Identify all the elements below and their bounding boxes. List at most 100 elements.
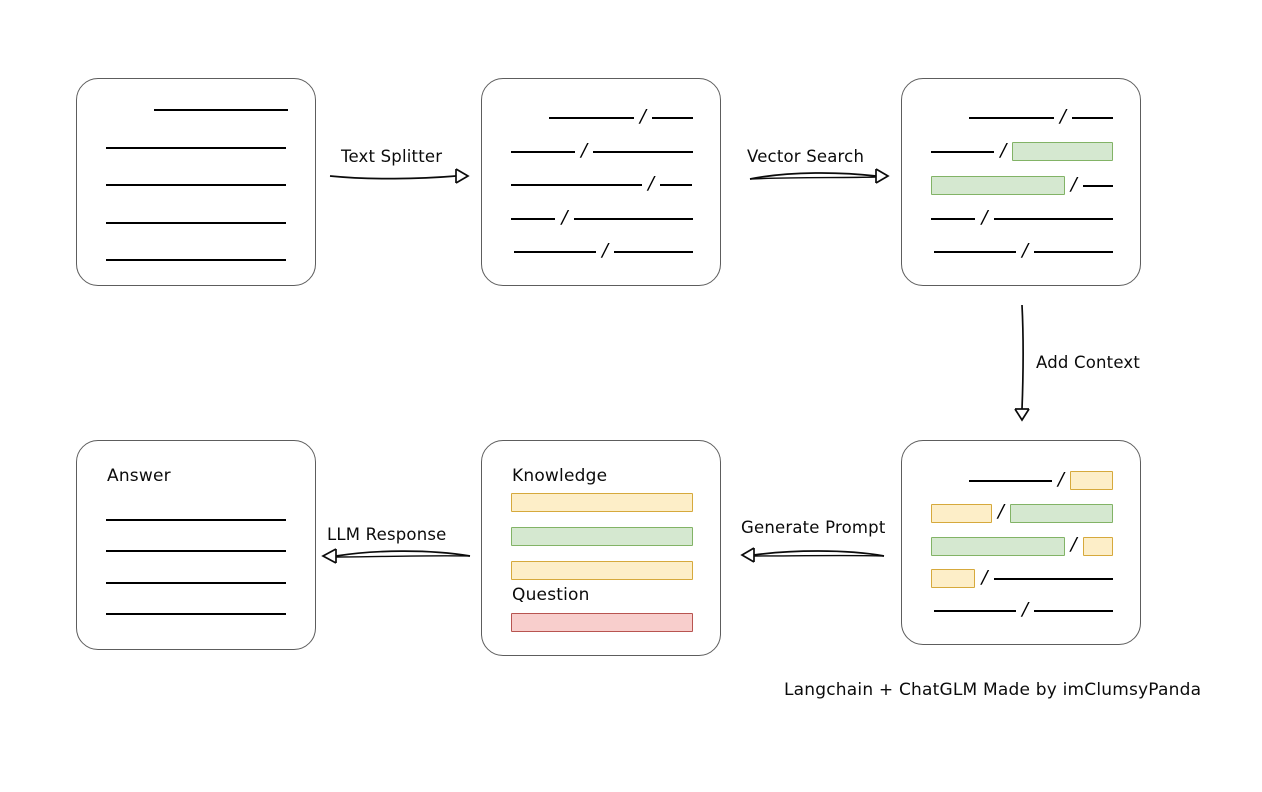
text-line-segment	[573, 217, 693, 220]
highlight-block-green[interactable]	[1012, 142, 1113, 161]
document-row: /	[931, 173, 1113, 195]
answer-line	[106, 612, 288, 615]
document-row	[106, 109, 288, 111]
text-line-segment	[106, 581, 286, 584]
text-line-segment	[651, 117, 693, 119]
generate-prompt-arrow	[740, 547, 885, 563]
text-line-segment	[106, 184, 286, 186]
source-document-box[interactable]	[76, 78, 316, 286]
row-separator-slash: /	[981, 566, 988, 588]
question-bar-red[interactable]	[511, 613, 693, 632]
text-line-segment	[154, 109, 288, 111]
highlight-block-yellow[interactable]	[1082, 536, 1113, 556]
text-line-segment	[511, 184, 642, 186]
knowledge-bar-yellow[interactable]	[511, 561, 693, 580]
text-line-segment	[106, 146, 286, 149]
text-line-segment	[931, 218, 976, 220]
llm-response-label: LLM Response	[327, 525, 447, 544]
document-row: /	[931, 207, 1113, 228]
text-line-segment	[549, 117, 634, 119]
context-added-chunks-rows: / / / / /	[902, 441, 1140, 644]
knowledge-bar-yellow[interactable]	[511, 493, 693, 512]
document-row	[106, 259, 288, 261]
document-row: /	[511, 173, 693, 194]
text-line-segment	[969, 479, 1052, 482]
row-separator-slash: /	[1059, 106, 1066, 127]
row-separator-slash: /	[639, 106, 646, 127]
vector-matched-chunks-rows: / / / / /	[902, 79, 1140, 285]
document-row	[106, 184, 288, 186]
row-separator-slash: /	[1070, 534, 1077, 555]
document-row: /	[931, 106, 1113, 127]
text-line-segment	[1034, 251, 1113, 253]
document-row: /	[931, 470, 1113, 490]
row-separator-slash: /	[1021, 240, 1029, 261]
text-line-segment	[511, 150, 576, 153]
text-line-segment	[993, 218, 1113, 220]
context-added-chunks-box[interactable]: / / / / /	[901, 440, 1141, 645]
text-line-segment	[106, 221, 286, 224]
add-context-label: Add Context	[1036, 353, 1141, 372]
vector-matched-chunks-box[interactable]: / / / / /	[901, 78, 1141, 286]
highlight-block-yellow[interactable]	[931, 569, 976, 589]
knowledge-label: Knowledge	[512, 466, 608, 486]
knowledge-bar-green[interactable]	[511, 527, 693, 546]
answer-line	[106, 550, 288, 553]
document-row	[106, 221, 288, 224]
text-line-segment	[593, 150, 693, 153]
vector-search-label: Vector Search	[747, 147, 865, 166]
document-row: /	[931, 139, 1113, 161]
text-line-segment	[106, 550, 286, 553]
row-separator-slash: /	[581, 139, 588, 161]
document-row: /	[931, 240, 1113, 261]
text-line-segment	[660, 184, 693, 186]
row-separator-slash: /	[648, 173, 655, 194]
text-line-segment	[931, 150, 995, 153]
row-separator-slash: /	[997, 501, 1004, 523]
answer-line	[106, 581, 288, 584]
text-line-segment	[106, 612, 286, 615]
text-line-segment	[514, 251, 596, 253]
text-line-segment	[1034, 610, 1113, 612]
document-row: /	[511, 208, 693, 228]
row-separator-slash: /	[1070, 173, 1077, 195]
answer-label: Answer	[107, 466, 171, 486]
text-line-segment	[1071, 117, 1113, 119]
highlight-block-green[interactable]	[1009, 503, 1113, 523]
footer-credit: Langchain + ChatGLM Made by imClumsyPand…	[784, 680, 1202, 700]
text-line-segment	[934, 251, 1016, 253]
question-label: Question	[512, 585, 590, 605]
text-splitter-label: Text Splitter	[341, 147, 443, 166]
prompt-box[interactable]: Knowledge Question	[481, 440, 721, 656]
row-separator-slash: /	[601, 240, 609, 261]
add-context-arrow	[1014, 304, 1030, 422]
text-line-segment	[614, 251, 693, 253]
answer-box[interactable]: Answer	[76, 440, 316, 650]
document-row: /	[511, 139, 693, 161]
split-chunks-box[interactable]: / / / / /	[481, 78, 721, 286]
highlight-block-yellow[interactable]	[1069, 471, 1113, 490]
text-line-segment	[934, 610, 1016, 612]
text-line-segment	[993, 577, 1113, 580]
highlight-block-yellow[interactable]	[931, 503, 992, 523]
source-document-rows	[77, 79, 315, 285]
llm-response-arrow	[321, 548, 471, 564]
generate-prompt-label: Generate Prompt	[741, 518, 886, 537]
split-chunks-rows: / / / / /	[482, 79, 720, 285]
highlight-block-green[interactable]	[931, 536, 1065, 556]
text-line-segment	[106, 519, 286, 521]
text-splitter-arrow	[329, 168, 470, 184]
document-row: /	[511, 106, 693, 127]
text-line-segment	[511, 217, 556, 220]
document-row	[106, 146, 288, 149]
text-line-segment	[106, 259, 286, 261]
row-separator-slash: /	[981, 207, 988, 228]
row-separator-slash: /	[1000, 139, 1007, 161]
document-row: /	[931, 534, 1113, 556]
answer-line	[106, 519, 288, 521]
document-row: /	[931, 601, 1113, 620]
vector-search-arrow	[749, 168, 890, 184]
highlight-block-green[interactable]	[931, 176, 1065, 195]
document-row: /	[931, 501, 1113, 523]
